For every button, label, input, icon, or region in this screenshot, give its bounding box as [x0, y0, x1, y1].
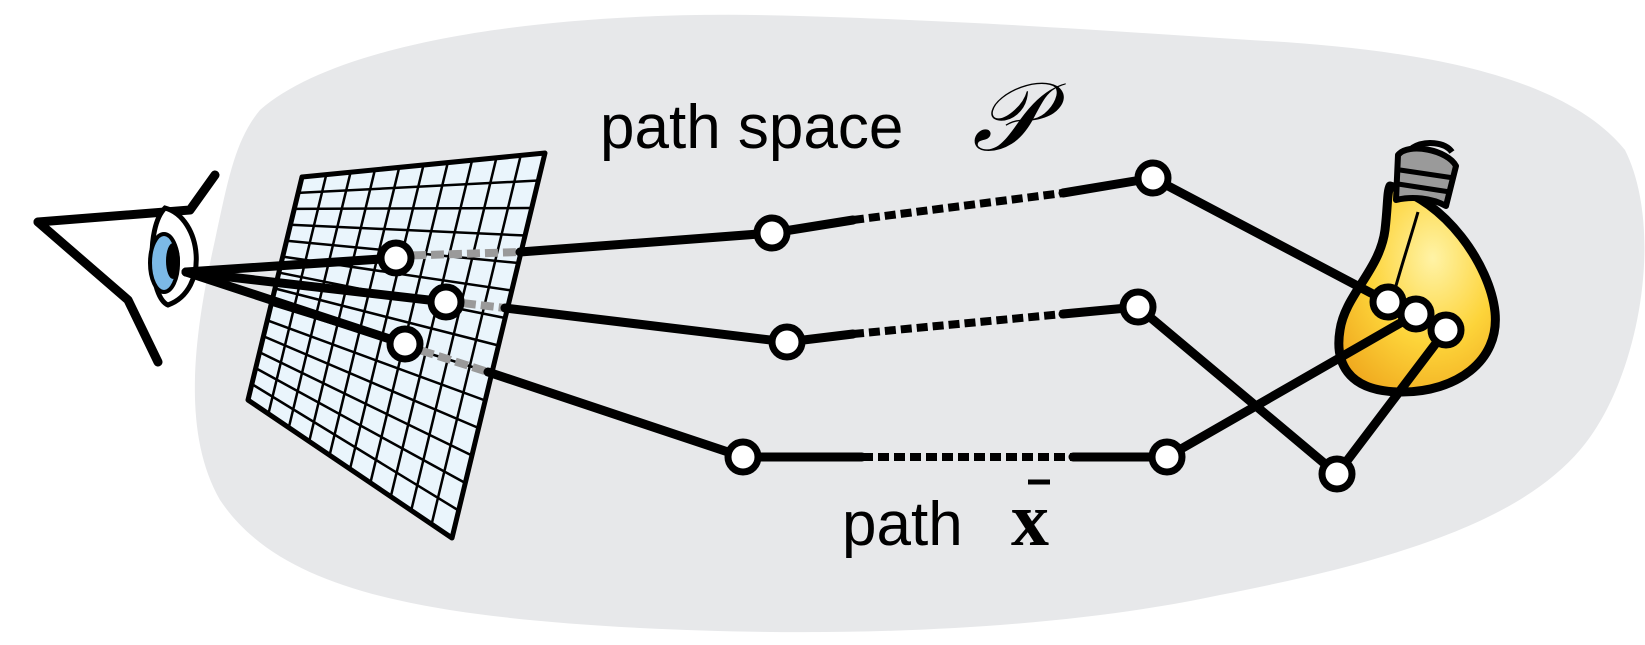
path-vertices	[377, 159, 1465, 493]
sensor-grid-line	[298, 179, 539, 195]
sensor-grid-line	[262, 335, 480, 430]
light-path-2	[500, 302, 1451, 479]
sensor-grid-line	[294, 206, 532, 211]
path-vertex	[1119, 288, 1157, 326]
sensor-grid-line	[274, 287, 499, 347]
path-symbol-x: x	[1011, 478, 1049, 562]
sensor-grid-line	[290, 223, 526, 237]
path-vertex	[1148, 438, 1186, 476]
path-vertex	[1318, 455, 1356, 493]
path-space-region	[194, 14, 1645, 633]
sensor-grid-line	[251, 383, 460, 512]
path-vertex	[753, 214, 791, 252]
path-vertex	[427, 283, 465, 321]
sensor-grid-line	[259, 351, 473, 457]
path-symbol: x	[1011, 478, 1050, 562]
path-vertex	[768, 323, 806, 361]
path-vertex	[1427, 311, 1465, 349]
path-vertex	[377, 239, 415, 277]
eye-icon	[33, 170, 220, 367]
path-vertex	[1134, 159, 1172, 197]
path-label: path	[842, 490, 963, 559]
sensor-grid-line	[255, 367, 466, 485]
path-vertex	[724, 438, 762, 476]
path-space-label: path space	[600, 93, 903, 162]
sensor-grid-line	[266, 319, 486, 402]
path-vertex	[1397, 295, 1435, 333]
camera-rays	[181, 253, 451, 349]
path-vertex	[386, 325, 424, 363]
